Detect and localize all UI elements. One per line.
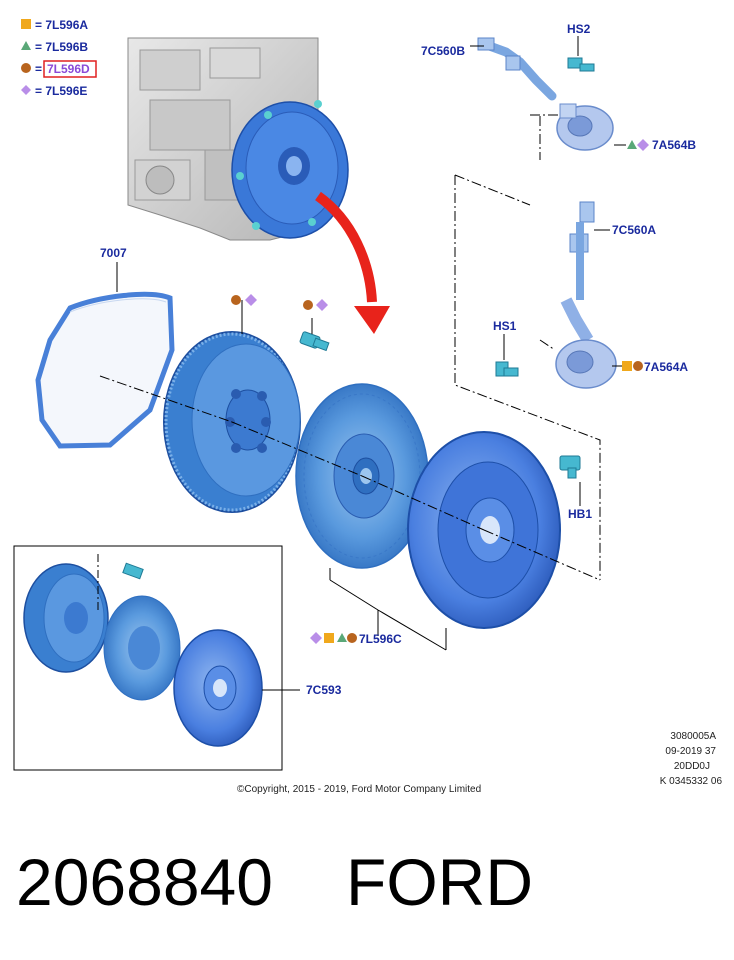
7L596C-diamond-symbol-icon	[310, 632, 322, 644]
callout-7A564A: 7A564A	[644, 360, 688, 374]
doc-code-1: 3080005A	[670, 731, 716, 742]
copyright-text: ©Copyright, 2015 - 2019, Ford Motor Comp…	[237, 784, 481, 795]
legend-item-3-text: 7L596D	[47, 62, 90, 76]
gasket-7007	[35, 262, 175, 449]
legend-diamond-icon	[21, 85, 31, 95]
legend-item-3-separator: =	[35, 62, 42, 76]
circle-symbol-icon	[231, 295, 241, 305]
flywheel-symbols	[231, 294, 257, 306]
7L596C-triangle-symbol-icon	[337, 633, 347, 642]
bracket-7L596C	[329, 568, 447, 651]
7A564B-triangle-symbol-icon	[627, 140, 637, 149]
doc-code-4: K 0345332 06	[660, 776, 723, 787]
diamond-symbol-icon	[245, 294, 257, 306]
bolt-hb1	[559, 455, 581, 506]
part-number: 2068840	[16, 845, 273, 919]
7A564A-square-symbol-icon	[622, 361, 632, 371]
bolt-diamond-symbol-icon	[316, 299, 328, 311]
alignment-lines	[99, 114, 601, 581]
7A564A-circle-symbol-icon	[633, 361, 643, 371]
callout-7A564B: 7A564B	[652, 138, 696, 152]
legend: = 7L596A = 7L596B = 7L596D = 7L596E	[21, 18, 97, 98]
callout-HS2: HS2	[567, 22, 591, 36]
red-direction-arrow-icon	[315, 191, 390, 334]
callout-7007: 7007	[100, 246, 127, 260]
bolt-hs1	[495, 334, 519, 377]
callout-7C593: 7C593	[306, 683, 342, 697]
slave-cylinder-7A564B	[556, 103, 649, 151]
callout-7C560A: 7C560A	[612, 223, 656, 237]
bolt-hs2	[567, 36, 595, 72]
legend-circle-icon	[21, 63, 31, 73]
dual-mass-flywheel	[163, 300, 301, 513]
legend-triangle-icon	[21, 41, 31, 50]
7L596C-symbols	[310, 632, 357, 644]
callout-HS1: HS1	[493, 319, 517, 333]
legend-item-4-text: = 7L596E	[35, 84, 87, 98]
callout-labels: 7007 7C560B HS2 7A564B 7C560A HS1 7A564A…	[100, 22, 696, 697]
doc-code-3: 20DD0J	[674, 761, 710, 772]
inset-kit-7C593	[13, 545, 300, 771]
legend-square-icon	[21, 19, 31, 29]
bolt-circle-symbol-icon	[303, 300, 313, 310]
callout-7L596C: 7L596C	[359, 632, 402, 646]
legend-item-2-text: = 7L596B	[35, 40, 88, 54]
engine-block-illustration	[127, 37, 349, 241]
document-codes: 3080005A 09-2019 37 20DD0J K 0345332 06	[660, 731, 723, 787]
hydraulic-line-7C560A	[569, 201, 610, 300]
hydraulic-line-7C560B	[470, 37, 557, 101]
7A564B-diamond-symbol-icon	[637, 139, 649, 151]
legend-item-1-text: = 7L596A	[35, 18, 88, 32]
7L596C-square-symbol-icon	[324, 633, 334, 643]
callout-HB1: HB1	[568, 507, 592, 521]
slave-cylinder-7A564A	[555, 297, 643, 389]
legend-highlight-box	[43, 60, 97, 78]
brand-name: FORD	[346, 845, 533, 919]
flywheel-bolt	[299, 299, 330, 352]
7L596C-circle-symbol-icon	[347, 633, 357, 643]
doc-code-2: 09-2019 37	[665, 746, 716, 757]
callout-7C560B: 7C560B	[421, 44, 465, 58]
